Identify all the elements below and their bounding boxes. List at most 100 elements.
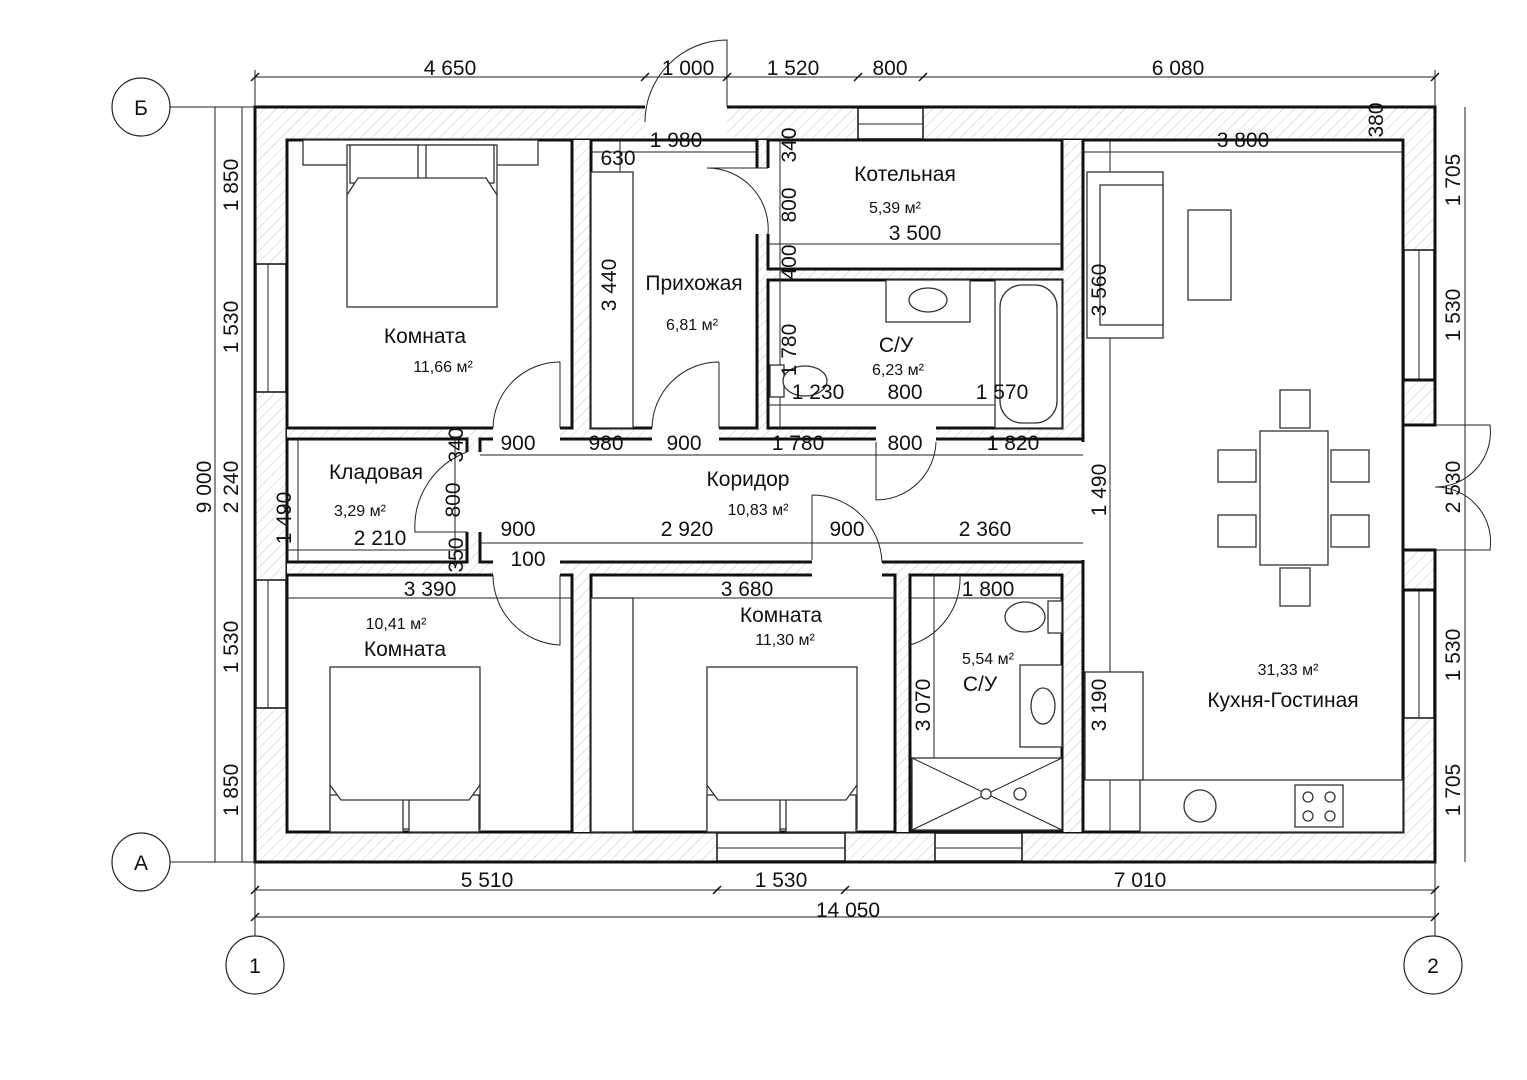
dimension-label: 5 510 bbox=[461, 869, 514, 892]
shower-icon bbox=[911, 757, 1063, 831]
dimension-label: 1 530 bbox=[1442, 289, 1465, 342]
dimension-tick bbox=[918, 72, 928, 82]
dimension-label: 400 bbox=[778, 244, 801, 279]
toilet-icon bbox=[769, 364, 828, 398]
room-area: 6,23 м² bbox=[872, 362, 925, 379]
dimension-label: 14 050 bbox=[816, 899, 880, 922]
axis-label-b: Б bbox=[134, 97, 148, 120]
dimension-label: 3 560 bbox=[1088, 264, 1111, 317]
dimension-label: 3 390 bbox=[404, 578, 457, 601]
room-name: Котельная bbox=[854, 163, 956, 186]
dimension-tick bbox=[1430, 912, 1440, 922]
dimension-tick bbox=[853, 72, 863, 82]
furniture bbox=[302, 139, 1404, 833]
dimension-label: 800 bbox=[887, 432, 922, 455]
dimension-label: 3 680 bbox=[721, 578, 774, 601]
wardrobe-icon bbox=[590, 171, 634, 429]
dimension-label: 3 500 bbox=[889, 222, 942, 245]
room-corridor bbox=[478, 437, 1085, 564]
dimension-label: 100 bbox=[510, 548, 545, 571]
dimension-label: 2 530 bbox=[1442, 461, 1465, 514]
dimension-label: 340 bbox=[445, 427, 468, 462]
dimension-label: 1 850 bbox=[220, 159, 243, 212]
dimension-label: 900 bbox=[829, 518, 864, 541]
dimension-label: 3 800 bbox=[1217, 129, 1270, 152]
dimension-label: 800 bbox=[778, 187, 801, 222]
dimension-label: 1 530 bbox=[1442, 629, 1465, 682]
room-area: 10,41 м² bbox=[366, 616, 427, 633]
dimension-label: 900 bbox=[666, 432, 701, 455]
dimension-label: 2 240 bbox=[220, 461, 243, 514]
terrace-door-opening bbox=[1402, 425, 1437, 550]
bathtub-icon bbox=[994, 279, 1063, 429]
dimension-label: 1 230 bbox=[792, 381, 845, 404]
window-left-top bbox=[255, 263, 287, 393]
dimension-label: 1 820 bbox=[987, 432, 1040, 455]
toilet-icon bbox=[1004, 600, 1063, 634]
dimension-tick bbox=[250, 885, 260, 895]
dimension-tick bbox=[712, 885, 722, 895]
dimension-label: 350 bbox=[445, 537, 468, 572]
dimension-label: 1 530 bbox=[755, 869, 808, 892]
dimension-ticks bbox=[250, 72, 1440, 922]
dimension-label: 7 010 bbox=[1114, 869, 1167, 892]
room-name: Комната bbox=[740, 604, 823, 627]
room-name: С/У bbox=[963, 673, 998, 696]
dimension-label: 2 920 bbox=[661, 518, 714, 541]
dimension-tick bbox=[250, 72, 260, 82]
room-name: Комната bbox=[384, 325, 467, 348]
window-bottom-right bbox=[934, 832, 1023, 862]
dimension-tick bbox=[640, 72, 650, 82]
room-name: Коридор bbox=[707, 468, 790, 491]
dimension-label: 1 780 bbox=[772, 432, 825, 455]
dimension-label: 1 980 bbox=[650, 129, 703, 152]
dimension-label: 630 bbox=[600, 147, 635, 170]
dimension-label: 1 000 bbox=[662, 57, 715, 80]
dimension-label: 1 800 bbox=[962, 578, 1015, 601]
dimension-label: 800 bbox=[887, 381, 922, 404]
room-area: 6,81 м² bbox=[666, 317, 719, 334]
dimension-label: 340 bbox=[778, 127, 801, 162]
kitchen-counter-icon bbox=[1084, 671, 1404, 833]
dimension-label: 9 000 bbox=[193, 461, 216, 514]
axis-markers: Б А 1 2 bbox=[111, 77, 1463, 995]
dimension-label: 6 080 bbox=[1152, 57, 1205, 80]
room-area: 5,39 м² bbox=[869, 200, 922, 217]
axis-label-a: А bbox=[134, 852, 148, 875]
sink-icon bbox=[1019, 664, 1063, 748]
dimension-label: 2 360 bbox=[959, 518, 1012, 541]
dimension-label: 1 780 bbox=[778, 324, 801, 377]
sink-icon bbox=[885, 279, 971, 323]
dimension-label: 380 bbox=[1365, 102, 1388, 137]
dimension-label: 800 bbox=[872, 57, 907, 80]
dimension-tick bbox=[840, 885, 850, 895]
room-area: 10,83 м² bbox=[728, 502, 789, 519]
dimension-label: 1 705 bbox=[1442, 764, 1465, 817]
dimension-tick bbox=[250, 912, 260, 922]
dimension-label: 1 705 bbox=[1442, 154, 1465, 207]
dimension-label: 3 190 bbox=[1088, 679, 1111, 732]
dimension-label: 1 850 bbox=[220, 764, 243, 817]
dining-table-icon bbox=[1217, 389, 1370, 607]
dimension-label: 1 520 bbox=[767, 57, 820, 80]
dimension-label: 1 490 bbox=[1088, 464, 1111, 517]
dimension-label: 800 bbox=[442, 482, 465, 517]
room-area: 11,30 м² bbox=[755, 632, 815, 649]
room-area: 31,33 м² bbox=[1258, 662, 1319, 679]
room-name: Кухня-Гостиная bbox=[1207, 689, 1358, 712]
axis-label-2: 2 bbox=[1427, 955, 1439, 978]
dimension-label: 900 bbox=[500, 432, 535, 455]
entrance-door-opening bbox=[645, 105, 727, 142]
dimension-label: 2 210 bbox=[354, 527, 407, 550]
axis-label-1: 1 bbox=[249, 955, 261, 978]
sofa-icon bbox=[1086, 171, 1164, 339]
dimension-label: 3 070 bbox=[912, 679, 935, 732]
tv-icon bbox=[1187, 209, 1232, 301]
dimension-label: 3 440 bbox=[598, 259, 621, 312]
dimension-label: 1 530 bbox=[220, 621, 243, 674]
room-name: С/У bbox=[879, 334, 914, 357]
dimension-label: 980 bbox=[588, 432, 623, 455]
bed-icon bbox=[706, 666, 858, 833]
window-left-bottom bbox=[255, 579, 287, 709]
